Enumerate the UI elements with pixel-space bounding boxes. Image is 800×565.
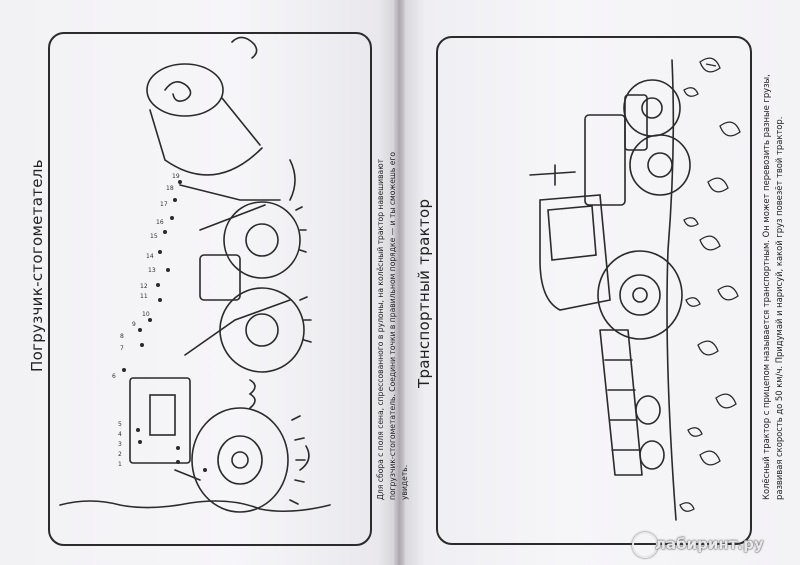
dot-number: 6: [112, 373, 116, 380]
left-page-description: Для сбора с поля сена, спрессованного в …: [376, 151, 409, 500]
dot-number: 13: [148, 267, 156, 274]
right-page-description: Колёсный трактор с прицепом называется т…: [761, 74, 784, 500]
right-page-title: Транспортный трактор: [415, 198, 433, 388]
labirint-logo-icon: [632, 532, 658, 558]
dot-number: 11: [140, 293, 148, 300]
dot-number: 7: [120, 345, 124, 352]
dot-number: 2: [118, 451, 122, 458]
dot-number: 12: [140, 283, 148, 290]
right-drawing-frame: [436, 36, 752, 545]
dot-number: 10: [142, 311, 150, 318]
dot-number: 5: [118, 421, 122, 428]
dot-number: 19: [172, 173, 180, 180]
left-page: [0, 0, 394, 565]
left-drawing-frame: [48, 32, 372, 546]
dot-number: 17: [160, 201, 168, 208]
watermark-text: лабиринт.ру: [655, 535, 764, 553]
dot-number: 18: [166, 185, 174, 192]
dot-number: 8: [120, 333, 124, 340]
dot-number: 9: [132, 321, 136, 328]
dot-number: 15: [150, 233, 158, 240]
leaf-icon: [679, 57, 741, 512]
dot-number: 3: [118, 441, 122, 448]
transport-tractor-trailer-drawing: [529, 59, 691, 521]
book-gutter: [394, 0, 405, 565]
dot-number: 4: [118, 431, 122, 438]
right-page: [405, 0, 800, 565]
dot-number: 14: [146, 253, 154, 260]
dot-number: 1: [118, 461, 122, 468]
dot-number: 16: [156, 219, 164, 226]
left-page-title: Погрузчик-стогометатель: [28, 159, 46, 372]
